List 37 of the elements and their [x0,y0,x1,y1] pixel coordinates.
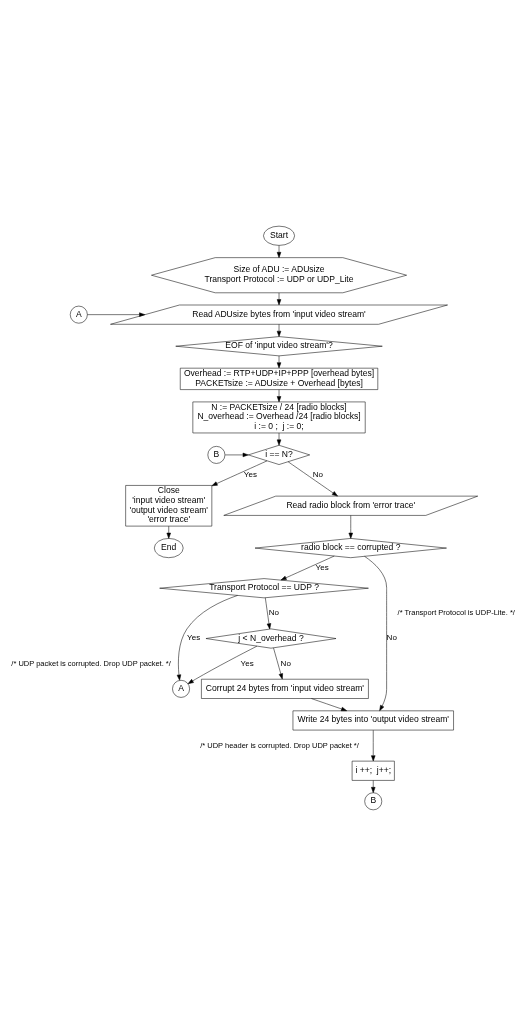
arrow [273,647,283,680]
arrow [211,460,268,487]
node-box: N := PACKETsize / 24 [radio blocks] N_overhead := Overhead /24 [radio blocks] i := 0 ; j := 0; [192,401,366,434]
arrow [276,355,282,369]
arrow [371,780,376,793]
node-box: i ++; j++; [351,760,395,781]
node-circle: B [207,446,226,464]
node-box: Corrupt 24 bytes from 'input video stream' [201,678,369,699]
node-ellipse: Start [263,225,295,246]
arrow [176,595,238,681]
node-diamond: Transport Protocol == UDP ? [159,578,369,599]
arrow [276,432,282,446]
arrow [276,292,282,306]
node-ellipse: End [154,538,184,558]
arrow [371,730,376,762]
arrow [364,556,387,711]
arrow [280,555,335,581]
node-box: Write 24 bytes into 'output video stream' [292,710,454,731]
node-box: Close 'input video stream' 'output video stream' 'error trace' [125,485,213,527]
arrow [224,452,249,458]
arrow [348,515,353,539]
arrow [166,525,171,539]
node-diamond: i == N? [248,445,310,465]
arrow [276,324,282,337]
node-circle: A [172,680,190,698]
node-circle: A [69,305,88,324]
node-box: Overhead := RTP+UDP+IP+PPP [overhead bytes] PACKETsize := ADUsize + Overhead [bytes] [180,367,379,390]
arrow [187,645,258,685]
arrow [265,597,272,630]
arrow [276,245,282,258]
node-diamond: EOF of 'input video stream'? [175,336,383,357]
arrow [276,389,282,403]
node-circle: B [364,792,383,811]
arrow [87,312,146,317]
arrow [287,461,338,497]
node-diamond: radio block == corrupted ? [254,538,447,558]
node-diamond: j < N_overhead ? [205,628,337,649]
